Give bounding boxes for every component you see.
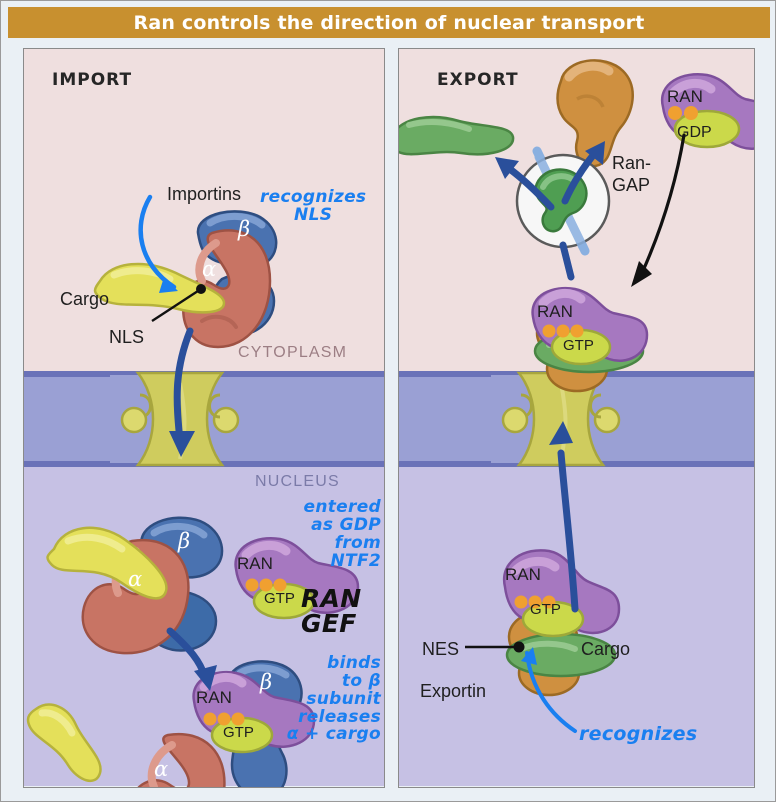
ran-label-free: RAN (237, 554, 273, 573)
annotation-recognizes-nls: recognizes NLS (260, 187, 367, 225)
cargo-label-import: Cargo (60, 289, 110, 309)
gtp-label-bound: GTP (223, 724, 254, 741)
nucleus-label-import: NUCLEUS (255, 473, 340, 490)
ran-gtp-cytoplasm (519, 283, 649, 373)
beta-label-nucleus: β (178, 529, 191, 553)
exportin-label: Exportin (420, 681, 487, 701)
ran-label-cytoplasm: RAN (537, 302, 573, 321)
beta-label-ran-bound: β (260, 670, 273, 694)
ran-gtp-bound (180, 667, 320, 763)
annotation-entered-as-gdp: entered as GDP from NTF2 (303, 497, 381, 571)
nuclear-pore-export (491, 365, 631, 473)
export-panel-title: EXPORT (437, 70, 519, 90)
beta-label-cytoplasm: β (238, 217, 251, 241)
cargo-released-cytoplasm (399, 111, 517, 167)
cargo-released (24, 697, 130, 787)
page-title: Ran controls the direction of nuclear tr… (133, 11, 645, 34)
import-panel: IMPORT CYTOPLASM NUCLEUS (23, 48, 385, 788)
gtp-label-nucleus: GTP (530, 601, 561, 618)
annotation-recognizes-export: recognizes (579, 723, 698, 745)
nuclear-pore-import (110, 365, 250, 473)
nes-label: NES (422, 639, 460, 659)
gtp-label-free: GTP (264, 590, 295, 607)
ran-gdp-complex (647, 67, 754, 167)
cytoplasm-label-import: CYTOPLASM (238, 344, 348, 361)
ran-label-nucleus: RAN (505, 565, 541, 584)
nls-label: NLS (109, 327, 145, 347)
importins-label: Importins (167, 184, 242, 204)
gdp-label: GDP (677, 124, 712, 141)
annotation-binds-releases: binds to β subunit releases α + cargo (286, 653, 381, 745)
cargo-nucleus-bound (42, 515, 182, 625)
ran-gtp-free (222, 533, 362, 629)
annotation-ran-gef: RAN GEF (301, 584, 362, 638)
ran-label-bound: RAN (196, 688, 232, 707)
title-bar: Ran controls the direction of nuclear tr… (8, 7, 770, 38)
export-panel: EXPORT (398, 48, 755, 788)
gtp-label-cytoplasm: GTP (563, 337, 594, 354)
alpha-label-cytoplasm: α (202, 257, 217, 281)
ran-gap-circle (509, 146, 617, 256)
alpha-label-nucleus: α (128, 567, 143, 591)
alpha-label-released: α (154, 757, 169, 781)
cargo-label-export: Cargo (581, 639, 631, 659)
alpha-released (122, 731, 242, 787)
ran-gtp-nucleus (491, 543, 621, 653)
ran-label-gdp: RAN (667, 87, 703, 106)
import-panel-title: IMPORT (52, 70, 133, 90)
ran-gap-label: Ran- GAP (612, 153, 652, 195)
